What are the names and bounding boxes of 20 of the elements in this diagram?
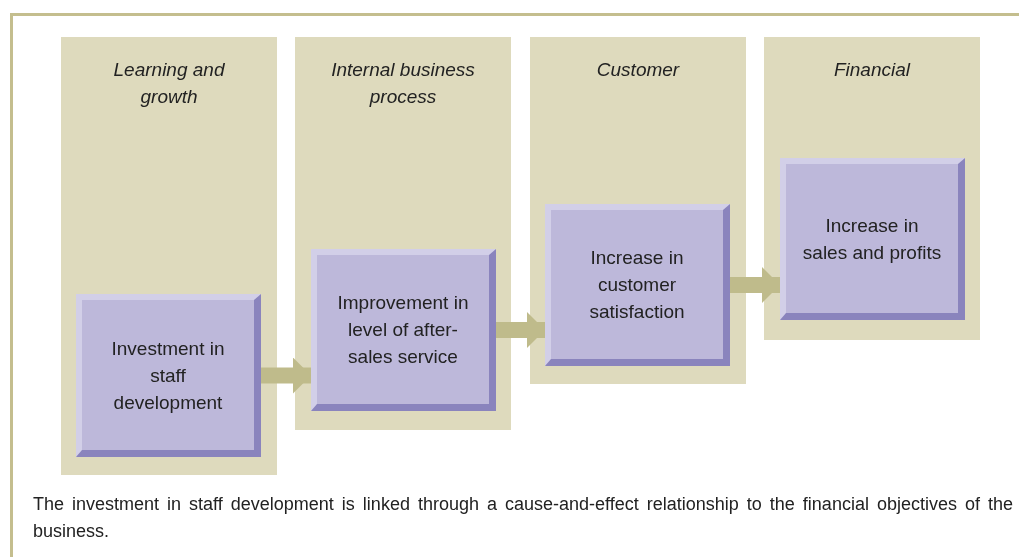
column-panel <box>61 37 277 475</box>
column-heading: Customer <box>595 58 681 82</box>
process-box <box>780 158 965 320</box>
block-arrow <box>730 267 780 303</box>
process-box <box>545 204 730 366</box>
column-heading: Internal business process <box>330 58 476 109</box>
column-heading: Learning and growth <box>112 58 226 109</box>
caption: The investment in staff development is linked through a cause-and-effect relationship to the financial objectives of the business. <box>33 493 1013 543</box>
block-arrow <box>261 357 311 394</box>
process-box <box>311 249 496 411</box>
column-heading: Financial <box>832 58 912 82</box>
box-text: Increase in customer satisfaction <box>588 246 686 324</box>
box-text: Improvement in level of after-sales service <box>336 291 470 369</box>
column-panel <box>530 37 746 384</box>
box-text: Investment in staff development <box>110 336 226 415</box>
box-text: Increase in sales and profits <box>802 213 942 265</box>
process-box <box>76 294 261 457</box>
column-panel <box>295 37 511 430</box>
column-panel <box>764 37 980 340</box>
block-arrow <box>496 312 545 348</box>
